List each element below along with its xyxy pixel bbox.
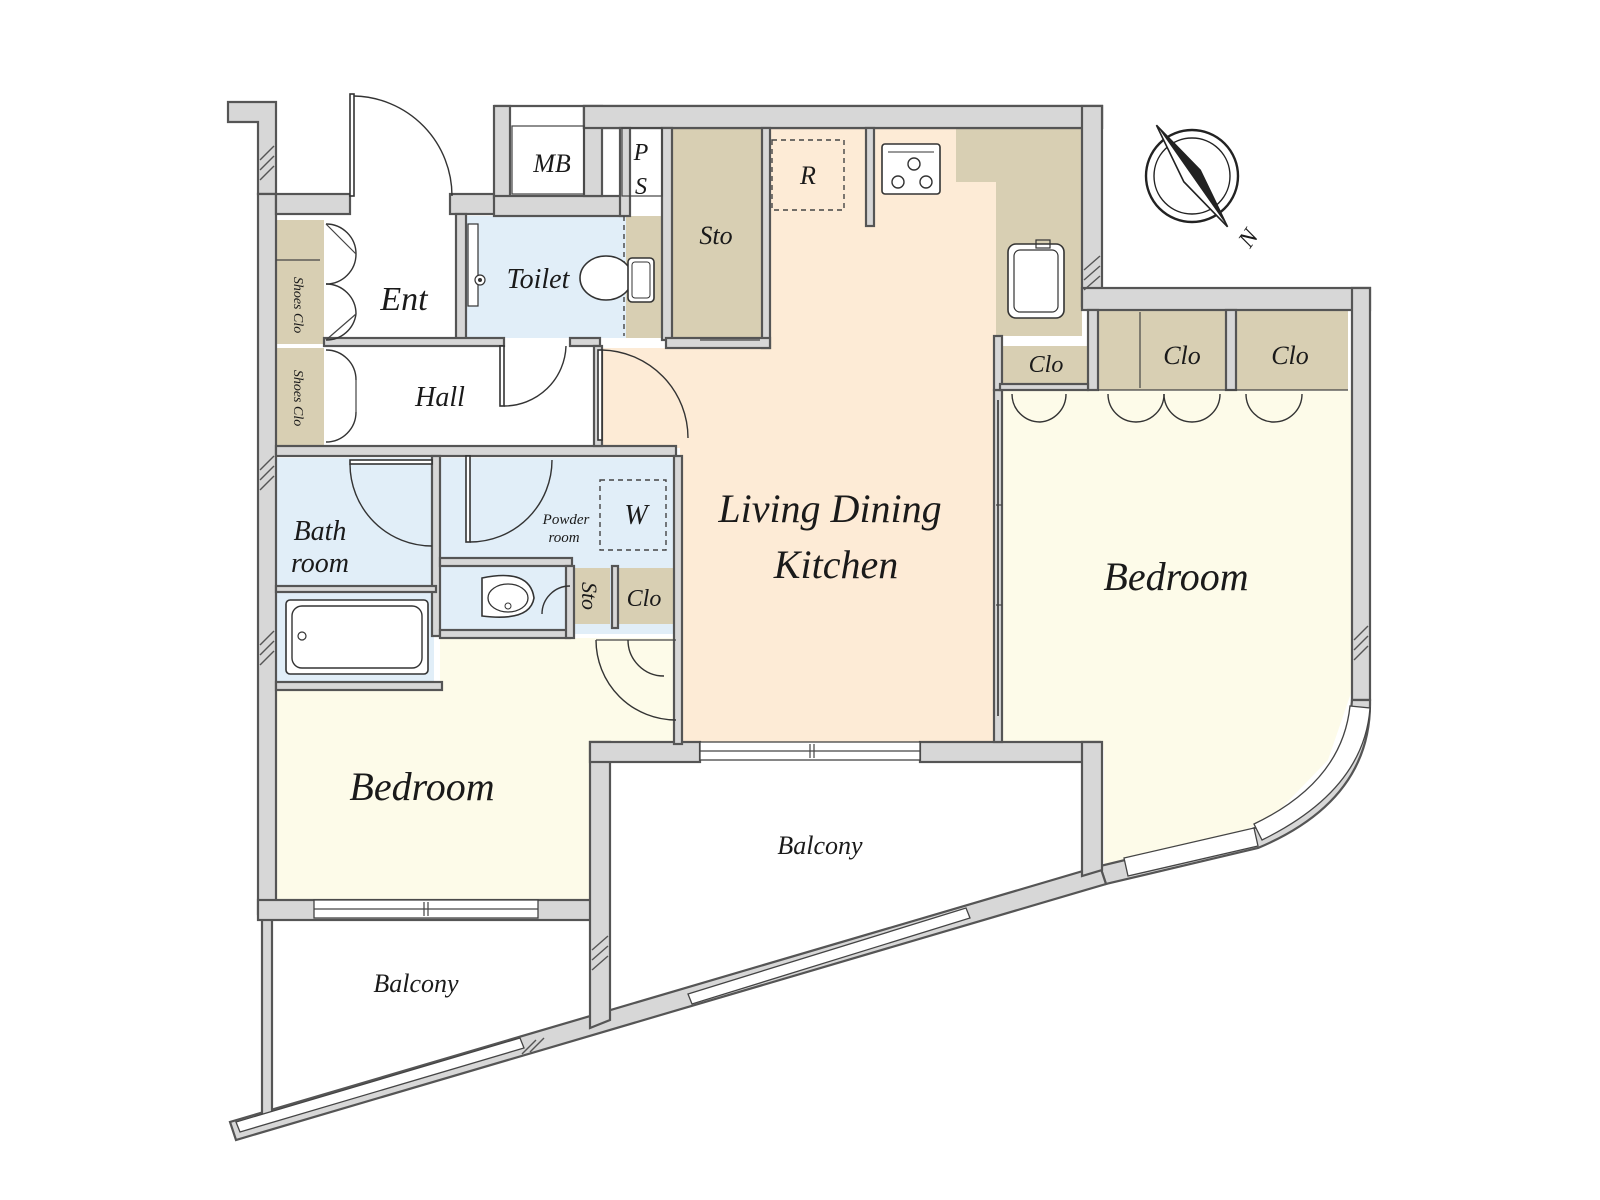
cooktop-icon (881, 143, 941, 195)
pipe-space (621, 127, 663, 197)
living-dining-kitchen-floor (600, 128, 1062, 742)
closet-bed-1-label: Clo (1163, 341, 1201, 370)
shoes-closet-upper-label: Shoes Clo (290, 277, 305, 333)
north-label: N (1233, 223, 1265, 253)
powder-label-line2: room (548, 530, 579, 546)
closet-lines (276, 259, 1348, 391)
refrigerator-label: R (799, 161, 816, 190)
hall-floor (276, 346, 600, 446)
storage-powder-label: Sto (577, 582, 602, 610)
doors (325, 93, 1303, 721)
washbasin-icon (481, 574, 535, 618)
bath-label-line1: Bath (294, 516, 347, 547)
pipe-space-label-line1: P (633, 140, 649, 166)
wall-hatches (259, 145, 1369, 1055)
bedroom-east-label: Bedroom (1103, 554, 1248, 599)
balcony-west-label: Balcony (373, 969, 459, 998)
washer-label: W (624, 500, 650, 531)
shoes-closet-lower-label: Shoes Clo (290, 370, 305, 426)
storage-kitchen-label: Sto (699, 221, 732, 250)
balcony-center-label: Balcony (777, 831, 863, 860)
toilet-icon (579, 255, 655, 303)
bedroom-west-floor (276, 638, 680, 900)
washer-space (599, 479, 667, 551)
closet-ldk-label: Clo (1029, 352, 1064, 378)
meter-box (511, 125, 585, 195)
meter-box-label: MB (532, 149, 571, 178)
ldk-label-line1: Living Dining (717, 486, 941, 531)
kitchen-sink-icon (1007, 239, 1065, 319)
ldk-label-line2: Kitchen (773, 542, 898, 587)
windows (235, 400, 1371, 1133)
entrance-label: Ent (379, 281, 429, 318)
bath-label-line2: room (291, 548, 349, 579)
toilet-label: Toilet (507, 264, 571, 295)
closet-bed-2-label: Clo (1271, 341, 1309, 370)
closet-hall-label: Clo (627, 586, 662, 612)
bedroom-east-floor (1002, 390, 1352, 870)
north-arrow-icon: N (1144, 124, 1265, 253)
pipe-space-label-line2: S (635, 174, 647, 200)
hand-sink-icon (467, 223, 486, 307)
powder-label-line1: Powder (542, 512, 590, 528)
refrigerator-space (771, 139, 845, 211)
bedroom-west-label: Bedroom (349, 764, 494, 809)
bathtub-icon (285, 599, 429, 675)
hall-label: Hall (414, 382, 465, 413)
